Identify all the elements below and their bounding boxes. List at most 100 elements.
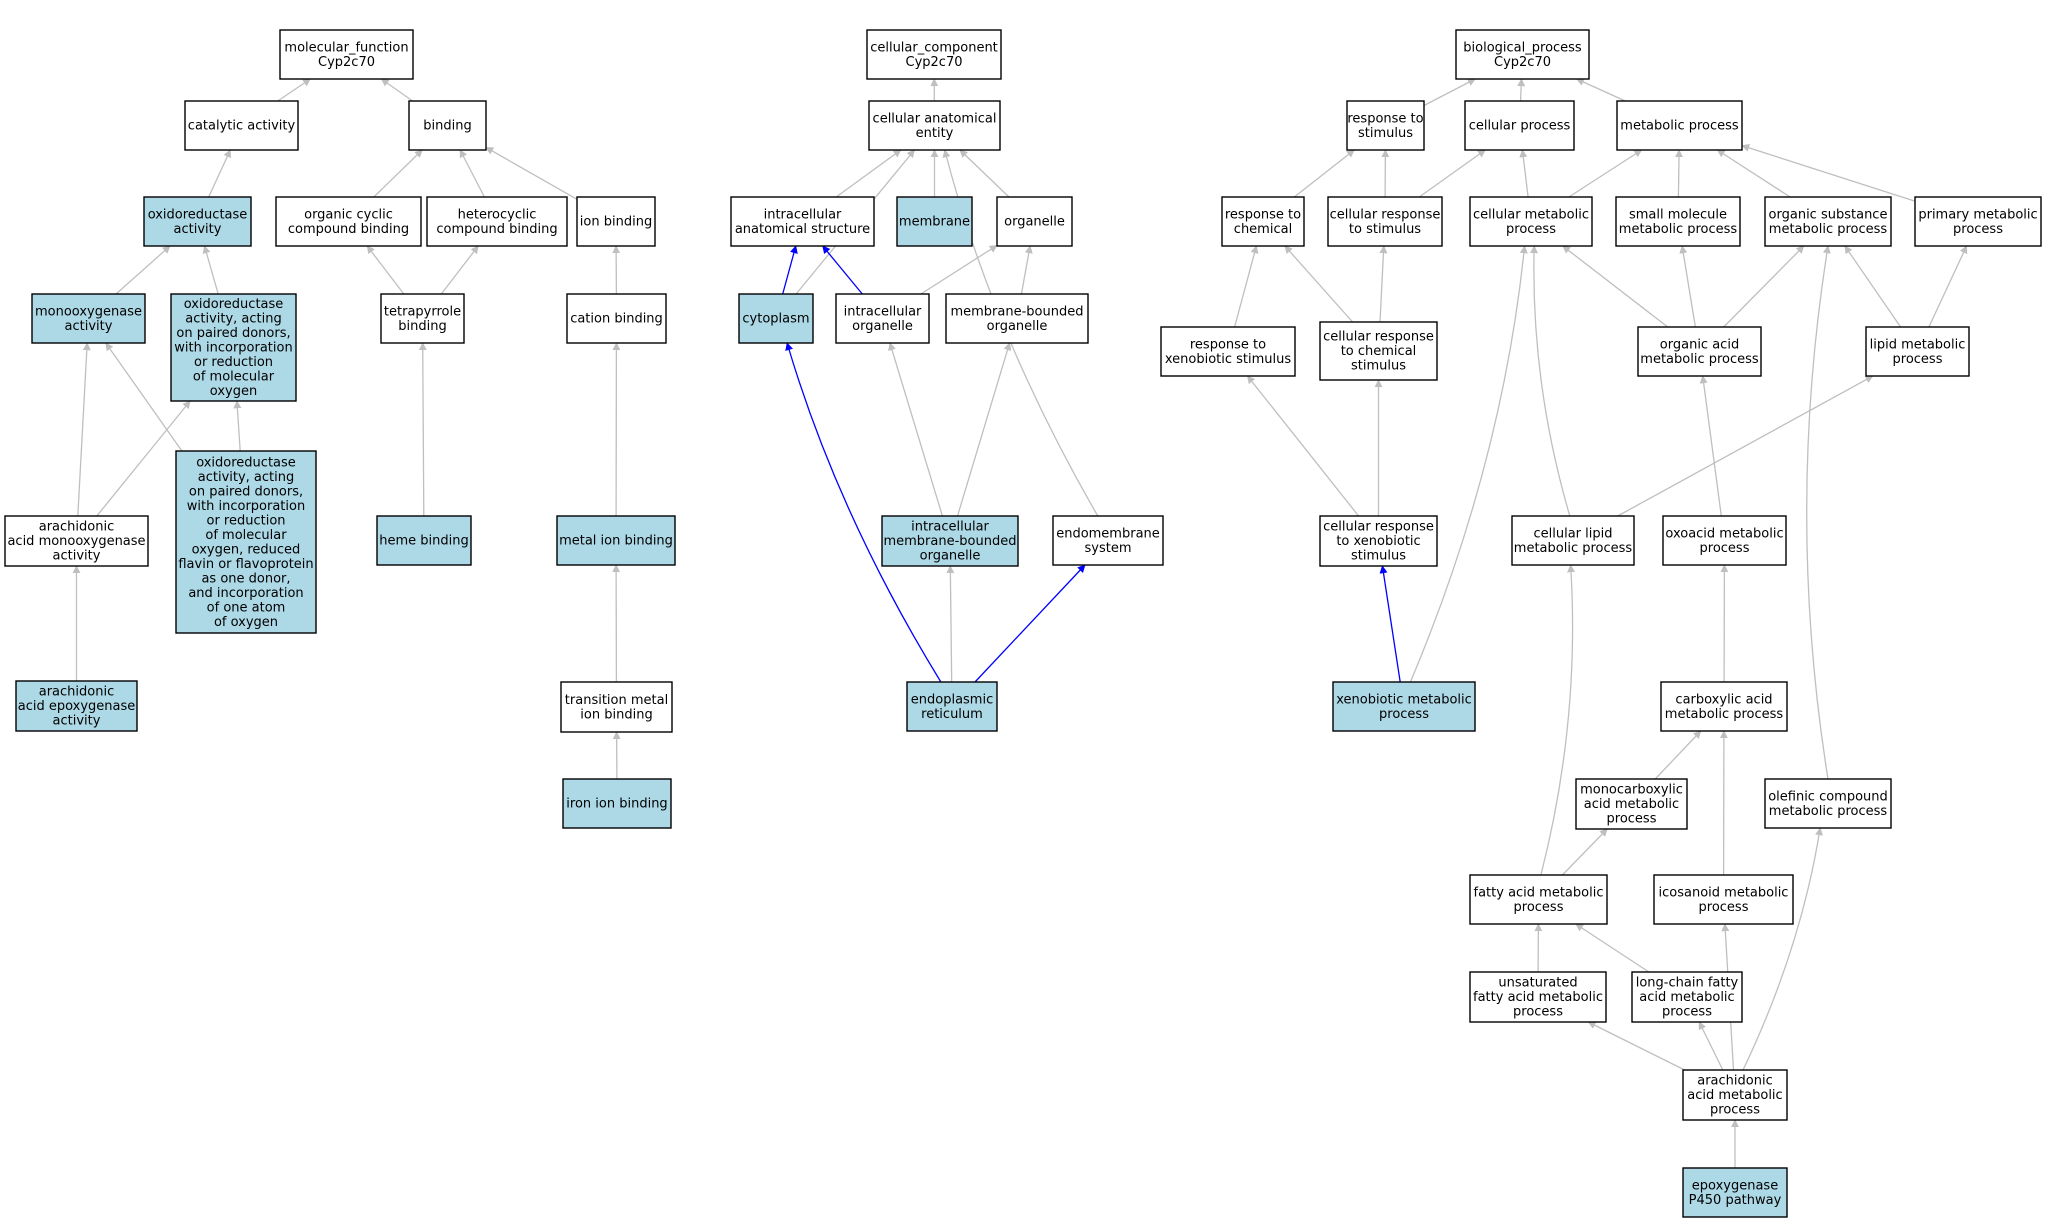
node-box [1682, 1069, 1788, 1121]
node-label-line: fatty acid metabolic [1474, 885, 1604, 900]
node-box [835, 293, 930, 344]
node-label-line: response to [1347, 111, 1423, 126]
node-label-line: biological_process [1463, 40, 1582, 55]
node-label-line: process [1699, 900, 1749, 915]
node-label-line: cellular response [1323, 520, 1434, 535]
node-box [1865, 326, 1970, 377]
node-box [1764, 196, 1892, 247]
go-term-node-iron-ion[interactable]: iron ion binding [562, 778, 672, 829]
node-label-line: stimulus [1358, 126, 1413, 141]
go-term-node-heme-binding[interactable]: heme binding [376, 515, 472, 566]
go-term-node-metal-ion[interactable]: metal ion binding [556, 515, 676, 566]
node-label-line: cellular anatomical [873, 111, 997, 126]
edge-lipid_metab-to-org_subst [1844, 245, 1902, 328]
node-label-line: intracellular [844, 304, 922, 319]
edge-org_acid-to-org_subst [1723, 245, 1805, 328]
node-label-line: primary metabolic [1918, 207, 2037, 222]
node-label-line: unsaturated [1498, 976, 1577, 991]
node-label-line: activity [65, 319, 113, 334]
node-label-line: organelle [1004, 215, 1065, 230]
go-term-node-catalytic[interactable]: catalytic activity [184, 100, 299, 151]
node-label-line: process [1607, 812, 1657, 827]
edge-intra_mem_bound-to-mem_bound_org [956, 342, 1012, 517]
node-label-line: epoxygenase [1692, 1178, 1778, 1193]
node-label-line: cellular metabolic [1473, 207, 1589, 222]
node-label-line: P450 pathway [1689, 1193, 1782, 1208]
node-label-line: response to [1225, 207, 1301, 222]
go-term-node-cell-process[interactable]: cellular process [1464, 100, 1575, 151]
go-term-node-membrane[interactable]: membrane [896, 196, 973, 247]
edge-arach_metab-to-olefinic [1742, 827, 1824, 1071]
node-label-line: response to [1190, 337, 1266, 352]
node-box [1469, 196, 1593, 247]
node-label-line: acid metabolic [1639, 990, 1734, 1005]
go-term-node-cation-binding[interactable]: cation binding [566, 293, 667, 344]
go-term-node-cytoplasm[interactable]: cytoplasm [738, 293, 814, 344]
go-term-node-organelle[interactable]: organelle [996, 196, 1073, 247]
edge-intra_org-to-organelle [920, 244, 998, 295]
node-label-line: stimulus [1351, 549, 1406, 564]
node-box [1327, 196, 1443, 247]
node-label-line: of one atom [207, 600, 286, 615]
node-box [1469, 874, 1608, 925]
node-label-line: on paired donors, [189, 484, 303, 499]
go-term-node-metab-process[interactable]: metabolic process [1616, 100, 1743, 151]
node-label-line: ion binding [580, 215, 652, 230]
node-label-line: endomembrane [1056, 526, 1160, 541]
node-label-line: of oxygen [214, 615, 278, 630]
node-label-line: molecular_function [284, 40, 408, 55]
node-box [1455, 29, 1590, 80]
go-term-node-binding[interactable]: binding [408, 100, 487, 151]
edge-cell_lipid-to-cell_metab [1530, 245, 1571, 517]
node-box [1464, 100, 1575, 151]
go-term-node-ion-binding[interactable]: ion binding [576, 196, 656, 247]
node-label-line: iron ion binding [566, 797, 667, 812]
edge-fatty_acid-to-cell_lipid [1540, 564, 1576, 876]
edge-ion_binding-to-binding [485, 146, 578, 200]
